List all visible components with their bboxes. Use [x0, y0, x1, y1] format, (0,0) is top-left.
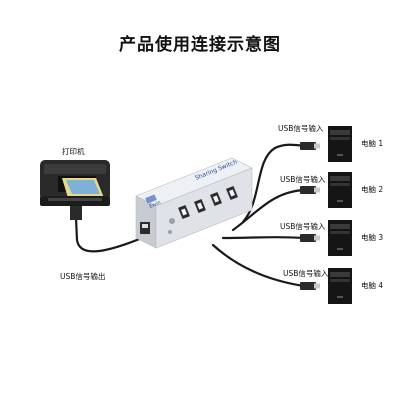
computer-tower-4	[328, 268, 352, 304]
switch-button-2	[168, 230, 172, 234]
printer-icon	[40, 160, 110, 220]
usb-plug-pc-4	[300, 282, 316, 290]
computer-label-1: 电脑 1	[361, 139, 384, 148]
usb-sharing-switch	[135, 157, 253, 249]
cable-printer	[74, 216, 144, 253]
cable-pc-3	[221, 236, 306, 240]
computer-label-3: 电脑 3	[361, 233, 384, 242]
usb-plug-pc-2	[300, 186, 316, 194]
printer-label: 打印机	[62, 147, 85, 156]
usb-input-label-3: USB信号输入	[280, 222, 326, 231]
usb-input-label-4: USB信号输入	[283, 269, 329, 278]
usb-plug-pc-1	[300, 142, 316, 150]
diagram-title: 产品使用连接示意图	[119, 35, 281, 55]
usb-input-label-2: USB信号输入	[280, 175, 326, 184]
cable-pc-1	[241, 143, 306, 224]
cable-pc-2	[231, 188, 306, 232]
switch-brand: Ewin	[149, 200, 162, 210]
switch-button-1	[169, 218, 175, 224]
computer-label-2: 电脑 2	[361, 185, 384, 194]
computer-tower-2	[328, 172, 352, 208]
usb-input-label-1: USB信号输入	[278, 124, 324, 133]
usb-output-label: USB信号输出	[60, 272, 106, 281]
cable-pc-4	[211, 243, 306, 288]
computer-label-4: 电脑 4	[361, 281, 384, 290]
computer-tower-1	[328, 126, 352, 162]
computer-tower-3	[328, 220, 352, 256]
usb-plug-pc-3	[300, 234, 316, 242]
